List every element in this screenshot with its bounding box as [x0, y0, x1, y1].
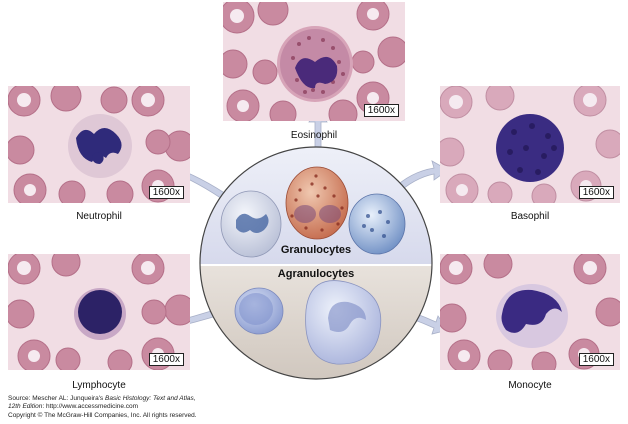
basophil-micrograph: 1600x — [440, 86, 620, 203]
eosinophil-illustration — [285, 166, 349, 240]
basophil-illustration — [348, 193, 406, 255]
magnification-label: 1600x — [148, 186, 184, 199]
magnification-label: 1600x — [578, 186, 614, 199]
magnification-label: 1600x — [148, 353, 184, 366]
granulocytes-label: Granulocytes — [280, 244, 352, 256]
source-line-2: 12th Edition: http://www.accessmedicine.… — [8, 403, 138, 410]
lymphocyte-micrograph: 1600x — [8, 254, 190, 370]
source-url: : http://www.accessmedicine.com — [42, 403, 139, 410]
neutrophil-micrograph: 1600x — [8, 86, 190, 203]
magnification-label: 1600x — [578, 353, 614, 366]
source-book-title: Basic Histology: Text and Atlas, — [105, 395, 196, 402]
lymphocyte-caption: Lymphocyte — [72, 380, 126, 391]
agranulocyte-illustrations — [234, 280, 382, 365]
eosinophil-caption: Eosinophil — [290, 130, 338, 141]
magnification-label: 1600x — [363, 104, 399, 117]
agranulocytes-label: Agranulocytes — [277, 268, 355, 280]
monocyte-micrograph: 1600x — [440, 254, 620, 370]
monocyte-caption: Monocyte — [508, 380, 552, 391]
source-line-1: Source: Mescher AL: Junqueira's Basic Hi… — [8, 395, 196, 402]
granulocyte-illustrations — [220, 166, 406, 258]
eosinophil-micrograph: 1600x — [223, 2, 405, 121]
basophil-caption: Basophil — [510, 211, 550, 222]
neutrophil-caption: Neutrophil — [76, 211, 122, 222]
source-prefix: Source: Mescher AL: Junqueira's — [8, 395, 105, 402]
source-edition: 12th Edition — [8, 403, 43, 410]
copyright-line: Copyright © The McGraw-Hill Companies, I… — [8, 412, 197, 419]
